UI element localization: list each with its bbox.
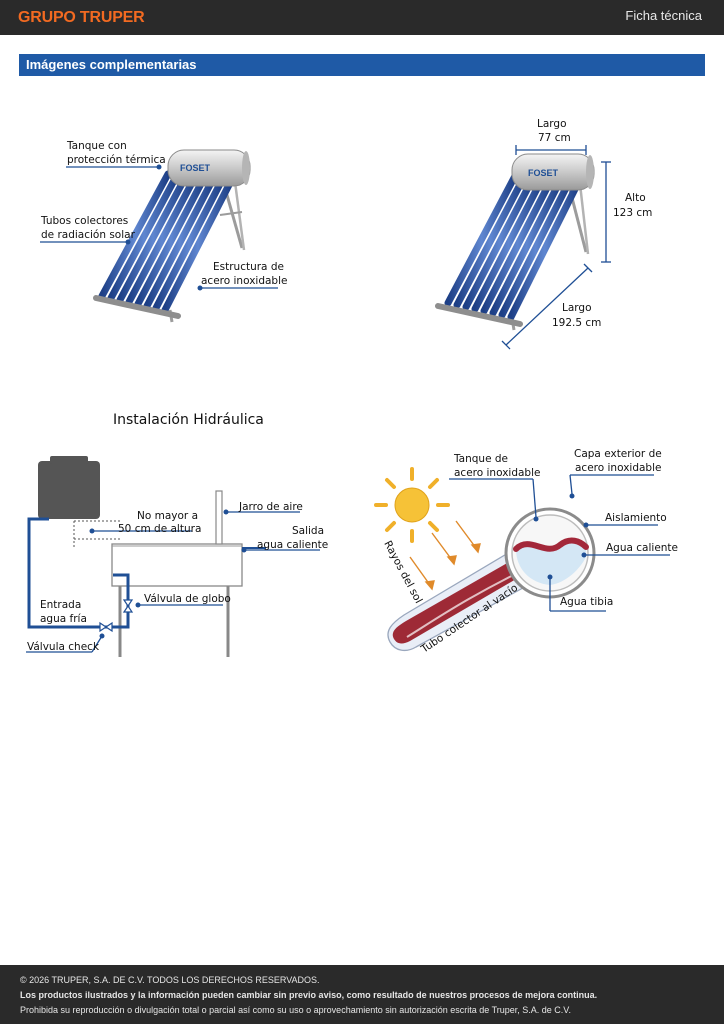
label-structure-2: acero inoxidable: [201, 275, 287, 287]
label-hot-out: Salida: [292, 525, 324, 537]
label-structure: Estructura de: [213, 261, 284, 273]
label-hot-water: Agua caliente: [606, 542, 678, 554]
footer-prohibition: Prohibida su reproducción o divulgación …: [20, 1005, 571, 1015]
foset-logo: FOSET: [528, 168, 559, 178]
label-tubes: Tubos colectores: [40, 215, 128, 227]
label-length-top-value: 77 cm: [538, 132, 571, 144]
figure-title: Instalación Hidráulica: [113, 412, 264, 428]
legal-footer: © 2026 TRUPER, S.A. DE C.V. TODOS LOS DE…: [0, 965, 724, 1024]
label-check-valve: Válvula check: [27, 641, 100, 653]
foset-logo: FOSET: [180, 163, 211, 173]
water-tank: [38, 461, 100, 519]
label-max-height: No mayor a: [137, 510, 198, 522]
label-hot-out-2: agua caliente: [257, 539, 328, 551]
heater-tank: [111, 543, 243, 587]
footer-copyright: © 2026 TRUPER, S.A. DE C.V. TODOS LOS DE…: [20, 975, 320, 985]
section-title: Imágenes complementarias: [26, 57, 197, 72]
label-tubes-2: de radiación solar: [41, 229, 136, 241]
document-type-label: Ficha técnica: [625, 8, 702, 23]
label-length-bottom: Largo: [562, 302, 592, 314]
label-cold-in: Entrada: [40, 599, 81, 611]
label-max-height-2: 50 cm de altura: [118, 523, 201, 535]
figure-heater-dimensions: FOSET Largo 77 cm Alto 123 cm Largo 192.…: [420, 110, 680, 355]
label-length-bottom-value: 192.5 cm: [552, 317, 601, 329]
figure-heater-parts: FOSET Tanque con protección térmica Tubo…: [20, 120, 320, 340]
label-air-jar: Jarro de aire: [238, 501, 303, 513]
label-outer-layer: Capa exterior de: [574, 448, 662, 460]
label-insulation: Aislamiento: [605, 512, 667, 524]
brand-logo: GRUPO TRUPER: [18, 9, 145, 26]
label-warm-water: Agua tibia: [560, 596, 613, 608]
label-height-value: 123 cm: [613, 207, 652, 219]
label-tank: Tanque con: [66, 140, 127, 152]
solar-heater-illustration: [93, 149, 251, 323]
sun-rays: [409, 520, 481, 591]
label-outer-layer-2: acero inoxidable: [575, 462, 661, 474]
section-header: Imágenes complementarias: [19, 54, 705, 76]
label-sun-rays: Rayos del sol: [381, 539, 424, 606]
figure-vacuum-tube: Tanque de acero inoxidable Capa exterior…: [370, 445, 690, 665]
top-header-bar: GRUPO TRUPER Ficha técnica: [0, 0, 724, 35]
label-tank-2: protección térmica: [67, 154, 166, 166]
sun-icon: [374, 467, 450, 543]
label-tank-2: acero inoxidable: [454, 467, 540, 479]
label-height: Alto: [625, 192, 646, 204]
label-globe-valve: Válvula de globo: [144, 593, 231, 605]
solar-heater-illustration: [435, 153, 595, 331]
tube-cross-section: [504, 507, 596, 599]
label-length-top: Largo: [537, 118, 567, 130]
label-cold-in-2: agua fría: [40, 613, 87, 625]
footer-notice: Los productos ilustrados y la informació…: [20, 990, 598, 1000]
label-tank: Tanque de: [453, 453, 508, 465]
figure-hydraulic-installation: Instalación Hidráulica: [20, 400, 340, 665]
